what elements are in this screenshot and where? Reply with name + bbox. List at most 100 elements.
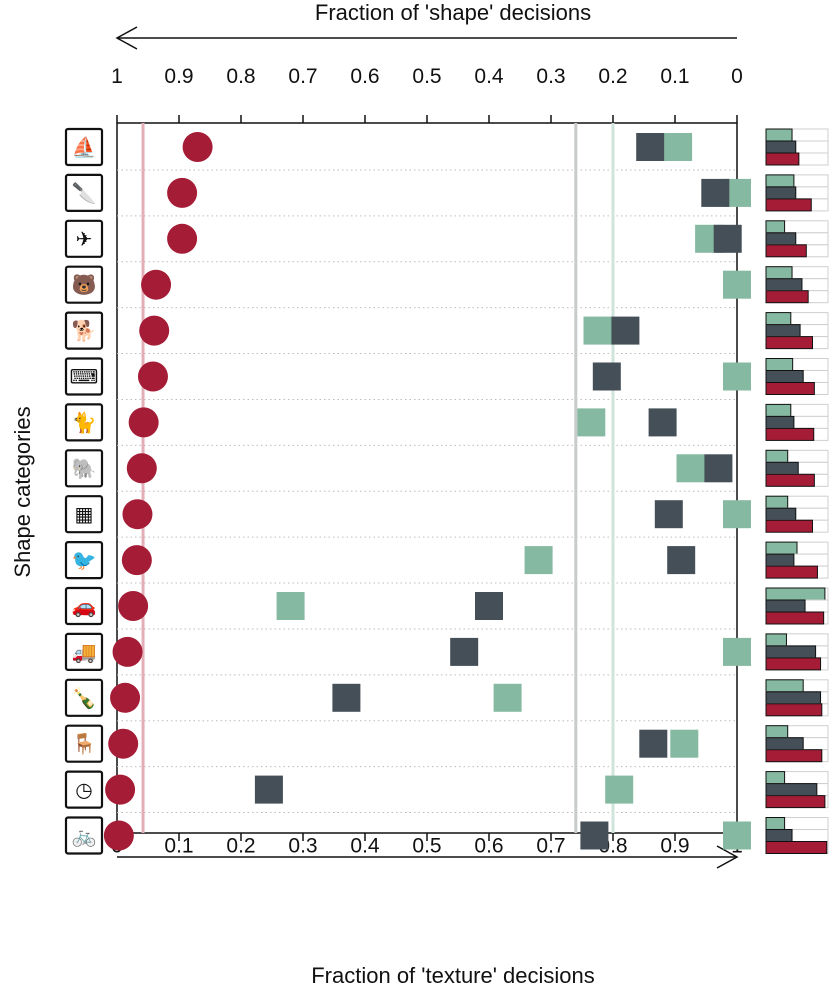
side-bar bbox=[765, 783, 818, 797]
data-point-circle bbox=[126, 453, 157, 484]
clock-icon-glyph: ◷ bbox=[75, 778, 92, 802]
data-point-square bbox=[664, 133, 693, 161]
data-point-square bbox=[723, 270, 751, 299]
bear-icon-frame bbox=[64, 265, 104, 304]
side-bar bbox=[765, 495, 789, 509]
side-bar bbox=[765, 795, 826, 809]
top-axis-label: Fraction of 'shape' decisions bbox=[315, 0, 591, 25]
side-bar bbox=[765, 507, 797, 521]
keyboard-icon-glyph: ⌨ bbox=[70, 365, 99, 389]
side-bar bbox=[765, 587, 826, 601]
bicycle-icon-frame bbox=[64, 816, 104, 855]
side-bar-group bbox=[765, 725, 829, 763]
plot-frame bbox=[116, 122, 738, 834]
data-point-circle bbox=[112, 636, 143, 667]
data-point-square bbox=[639, 729, 668, 758]
car-icon: 🚗 bbox=[64, 586, 104, 626]
side-bar-group bbox=[765, 587, 829, 625]
data-point-circle bbox=[182, 132, 213, 162]
bird-icon: 🐦 bbox=[64, 540, 104, 580]
bird-icon-glyph: 🐦 bbox=[72, 548, 97, 572]
data-point-circle bbox=[103, 820, 134, 851]
knife-icon-glyph: 🔪 bbox=[72, 181, 97, 205]
bear-icon-glyph: 🐻 bbox=[72, 273, 97, 297]
data-point-circle bbox=[121, 545, 152, 576]
data-point-circle bbox=[167, 223, 198, 254]
chair-icon: 🪑 bbox=[64, 724, 104, 763]
side-bar bbox=[765, 415, 795, 429]
side-bar bbox=[765, 140, 797, 154]
bear-icon: 🐻 bbox=[64, 265, 104, 304]
car-icon-glyph: 🚗 bbox=[72, 594, 97, 618]
bottom-tick-label: 0.6 bbox=[474, 834, 503, 857]
data-point-circle bbox=[128, 407, 159, 438]
bottom-tick-label: 0.7 bbox=[536, 834, 565, 857]
side-bar-group bbox=[765, 358, 829, 395]
data-point-square bbox=[676, 454, 705, 483]
knife-icon-frame bbox=[64, 173, 104, 212]
side-bar bbox=[765, 232, 797, 246]
data-point-square bbox=[524, 546, 553, 575]
side-bar-group bbox=[765, 128, 829, 166]
side-bar-group bbox=[765, 771, 829, 809]
bottle-icon-frame bbox=[64, 678, 104, 717]
airplane-icon: ✈ bbox=[64, 219, 104, 258]
side-bar bbox=[765, 771, 786, 785]
side-bar bbox=[765, 186, 797, 200]
side-bar bbox=[765, 244, 807, 258]
side-bar bbox=[765, 461, 799, 475]
data-point-circle bbox=[167, 177, 198, 208]
top-tick-label: 0.9 bbox=[164, 65, 193, 88]
side-bar bbox=[765, 817, 786, 830]
boat-icon-frame bbox=[64, 127, 104, 167]
side-bar bbox=[765, 519, 813, 533]
truck-icon-glyph: 🚚 bbox=[72, 640, 97, 664]
side-bar bbox=[765, 633, 787, 647]
data-point-square bbox=[611, 316, 640, 345]
top-tick-label: 0.6 bbox=[350, 65, 379, 88]
data-point-square bbox=[450, 637, 479, 666]
data-point-square bbox=[704, 454, 733, 483]
side-bar-group bbox=[765, 403, 829, 441]
side-bar bbox=[765, 737, 804, 751]
data-point-circle bbox=[108, 728, 139, 759]
side-bar bbox=[765, 599, 806, 613]
data-point-square bbox=[605, 775, 634, 804]
bottom-axis-arrow bbox=[117, 845, 739, 869]
top-tick-label: 0.1 bbox=[660, 65, 689, 88]
side-bar bbox=[765, 403, 792, 417]
keyboard-icon: ⌨ bbox=[64, 357, 104, 396]
side-bar bbox=[765, 382, 815, 395]
truck-icon-frame bbox=[64, 632, 104, 672]
clock-icon-frame bbox=[64, 770, 104, 809]
keyboard-icon-frame bbox=[64, 357, 104, 396]
data-point-square bbox=[580, 821, 609, 850]
side-bar bbox=[765, 290, 809, 304]
bicycle-icon: 🚲 bbox=[64, 816, 104, 855]
side-bar bbox=[765, 370, 804, 383]
side-bar bbox=[765, 473, 815, 487]
side-bar-group bbox=[765, 266, 829, 304]
data-point-circle bbox=[137, 361, 168, 392]
data-point-circle bbox=[110, 682, 141, 713]
data-point-square bbox=[254, 775, 283, 804]
side-bar bbox=[765, 174, 795, 188]
side-bar bbox=[765, 128, 793, 142]
top-tick-label: 1 bbox=[111, 65, 123, 88]
side-bar bbox=[765, 565, 818, 579]
data-point-square bbox=[723, 821, 751, 850]
side-bar-group bbox=[765, 633, 829, 671]
side-bar bbox=[765, 679, 804, 693]
bottom-tick-label: 0.4 bbox=[350, 834, 380, 857]
data-point-square bbox=[475, 592, 503, 620]
side-bar bbox=[765, 358, 794, 371]
data-point-circle bbox=[105, 774, 136, 805]
chair-icon-frame bbox=[64, 724, 104, 763]
data-point-circle bbox=[122, 499, 153, 530]
bottom-tick-label: 0.2 bbox=[226, 834, 255, 857]
top-tick-label: 0.2 bbox=[598, 65, 627, 88]
side-bar bbox=[765, 553, 795, 567]
side-bar-group bbox=[765, 495, 829, 533]
elephant-icon: 🐘 bbox=[64, 449, 104, 488]
bottom-tick-label: 0.9 bbox=[660, 834, 689, 857]
